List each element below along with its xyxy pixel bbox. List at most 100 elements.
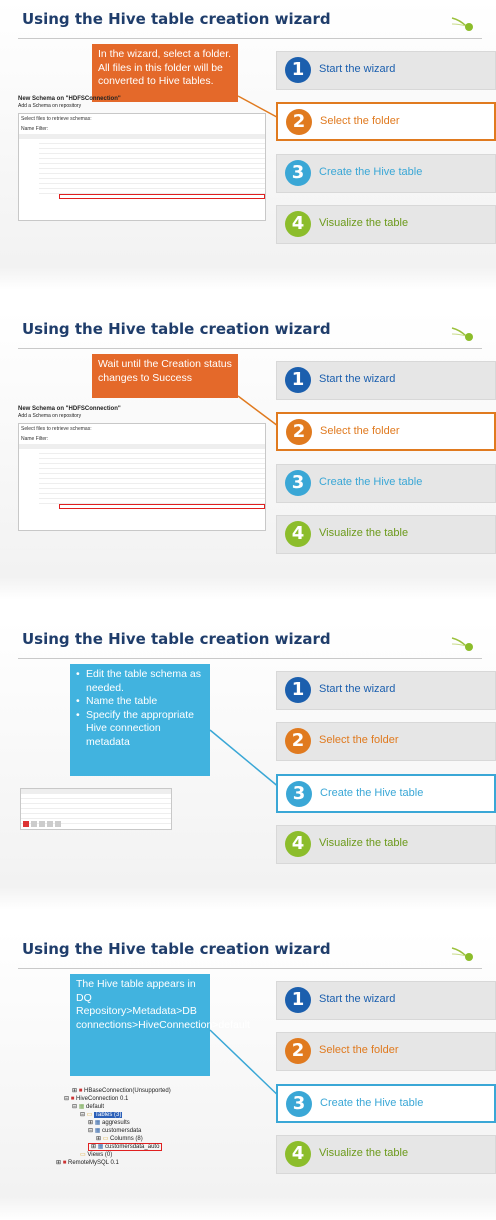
- slide-title: Using the Hive table creation wizard: [22, 10, 331, 28]
- logo-icon: [451, 947, 473, 961]
- step-3[interactable]: 3 Create the Hive table: [276, 774, 496, 813]
- step-2-number: 2: [285, 728, 311, 754]
- step-3[interactable]: 3 Create the Hive table: [276, 154, 496, 193]
- logo-icon: [451, 17, 473, 31]
- step-2[interactable]: 2 Select the folder: [276, 412, 496, 451]
- callout-connector: [209, 729, 300, 804]
- slide-title: Using the Hive table creation wizard: [22, 630, 331, 648]
- wizard-subtitle: Add a Schema on repository: [18, 413, 82, 419]
- tree-item-tables[interactable]: ⊟ ▭ Tables (3): [80, 1112, 123, 1118]
- slide-1: Using the Hive table creation wizard In …: [0, 0, 496, 290]
- step-1-number: 1: [285, 987, 311, 1013]
- logo-icon: [451, 327, 473, 341]
- table-icon: ▦: [97, 1144, 104, 1150]
- slide-title: Using the Hive table creation wizard: [22, 320, 331, 338]
- step-4[interactable]: 4 Visualize the table: [276, 825, 496, 864]
- folder-icon: ▭: [86, 1112, 93, 1118]
- step-4-number: 4: [285, 1141, 311, 1167]
- step-1[interactable]: 1 Start the wizard: [276, 981, 496, 1020]
- tree-item-hive[interactable]: ⊟ ■ HiveConnection 0.1: [64, 1096, 129, 1102]
- title-divider: [18, 658, 482, 659]
- table-header: [19, 444, 265, 449]
- step-2-number: 2: [286, 419, 312, 445]
- table-header: [19, 134, 265, 139]
- tree-item-hbase[interactable]: ⊞ ■ HBaseConnection(Unsupported): [72, 1088, 171, 1094]
- callout-connector: [209, 1029, 300, 1114]
- step-4-label: Visualize the table: [319, 1147, 409, 1159]
- step-3-number: 3: [285, 160, 311, 186]
- table-rows: [19, 449, 265, 509]
- step-1[interactable]: 1 Start the wizard: [276, 671, 496, 710]
- step-1-number: 1: [285, 57, 311, 83]
- wizard-title: New Schema on "HDFSConnection": [18, 96, 121, 102]
- instruction-callout: In the wizard, select a folder. All file…: [92, 44, 238, 102]
- tree-item-customersdata-auto[interactable]: ⊞ ▦ customersdata_auto: [64, 1143, 171, 1151]
- repository-tree: ⊞ ■ HBaseConnection(Unsupported) ⊟ ■ Hiv…: [56, 1087, 171, 1167]
- tree-item-remotemysql[interactable]: ⊞ ■ RemoteMySQL 0.1: [56, 1160, 119, 1166]
- wizard-title: New Schema on "HDFSConnection": [18, 406, 121, 412]
- step-1-number: 1: [285, 677, 311, 703]
- wizard-subtitle: Add a Schema on repository: [18, 103, 82, 109]
- step-2-label: Select the folder: [319, 1044, 399, 1056]
- step-1-label: Start the wizard: [319, 993, 396, 1005]
- step-2-number: 2: [285, 1038, 311, 1064]
- title-divider: [18, 38, 482, 39]
- step-4[interactable]: 4 Visualize the table: [276, 1135, 496, 1174]
- slide-4: Using the Hive table creation wizard The…: [0, 930, 496, 1220]
- callout-item: Edit the table schema as needed.: [76, 668, 204, 695]
- instruction-callout: Wait until the Creation status changes t…: [92, 354, 238, 398]
- callout-item: Specify the appropriate Hive connection …: [76, 709, 204, 750]
- step-1-number: 1: [285, 367, 311, 393]
- step-2-label: Select the folder: [319, 734, 399, 746]
- slide-2: Using the Hive table creation wizard Wai…: [0, 310, 496, 600]
- step-1-label: Start the wizard: [319, 683, 396, 695]
- step-1-label: Start the wizard: [319, 373, 396, 385]
- step-4-number: 4: [285, 831, 311, 857]
- tree-item-customersdata[interactable]: ⊟ ▦ customersdata: [88, 1128, 142, 1134]
- folder-icon: ▭: [80, 1152, 86, 1158]
- name-filter-label: Name Filter:: [21, 436, 49, 442]
- logo-icon: [451, 637, 473, 651]
- tree-item-aggresults[interactable]: ⊞ ▦ aggresults: [88, 1120, 130, 1126]
- step-2-label: Select the folder: [320, 115, 400, 127]
- name-filter-label: Name Filter:: [21, 126, 49, 132]
- step-3-label: Create the Hive table: [320, 787, 424, 799]
- step-3-number: 3: [285, 470, 311, 496]
- step-3-number: 3: [286, 1091, 312, 1117]
- step-4-label: Visualize the table: [319, 837, 409, 849]
- tree-item-columns[interactable]: ⊞ ▭ Columns (8): [96, 1136, 143, 1142]
- step-4-number: 4: [285, 521, 311, 547]
- step-4-label: Visualize the table: [319, 527, 409, 539]
- instruction-callout: The Hive table appears in DQ Repository>…: [70, 974, 250, 1076]
- schema-icon: ▦: [78, 1104, 85, 1110]
- step-3-number: 3: [286, 781, 312, 807]
- file-row-success: [59, 504, 265, 509]
- table-icon: ▦: [94, 1120, 101, 1126]
- title-divider: [18, 968, 482, 969]
- file-selection-screenshot: Select files to retrieve schemas: Name F…: [18, 423, 266, 531]
- step-2[interactable]: 2 Select the folder: [276, 722, 496, 761]
- step-3-label: Create the Hive table: [319, 476, 423, 488]
- select-files-label: Select files to retrieve schemas:: [21, 426, 92, 432]
- step-4-number: 4: [285, 211, 311, 237]
- step-4[interactable]: 4 Visualize the table: [276, 515, 496, 554]
- step-3[interactable]: 3 Create the Hive table: [276, 464, 496, 503]
- tree-item-default[interactable]: ⊟ ▦ default: [72, 1104, 105, 1110]
- folder-icon: ▭: [102, 1136, 109, 1142]
- step-2[interactable]: 2 Select the folder: [276, 1032, 496, 1071]
- slide-3: Using the Hive table creation wizard Edi…: [0, 620, 496, 910]
- slide-title: Using the Hive table creation wizard: [22, 940, 331, 958]
- callout-item: Name the table: [76, 695, 204, 709]
- step-1[interactable]: 1 Start the wizard: [276, 361, 496, 400]
- tree-item-views[interactable]: ▭ Views (0): [80, 1152, 113, 1158]
- schema-editor-screenshot: [20, 788, 172, 830]
- step-3-label: Create the Hive table: [319, 166, 423, 178]
- step-1-label: Start the wizard: [319, 63, 396, 75]
- table-rows: [19, 139, 265, 199]
- instruction-callout: Edit the table schema as needed. Name th…: [70, 664, 210, 776]
- step-2-label: Select the folder: [320, 425, 400, 437]
- step-1[interactable]: 1 Start the wizard: [276, 51, 496, 90]
